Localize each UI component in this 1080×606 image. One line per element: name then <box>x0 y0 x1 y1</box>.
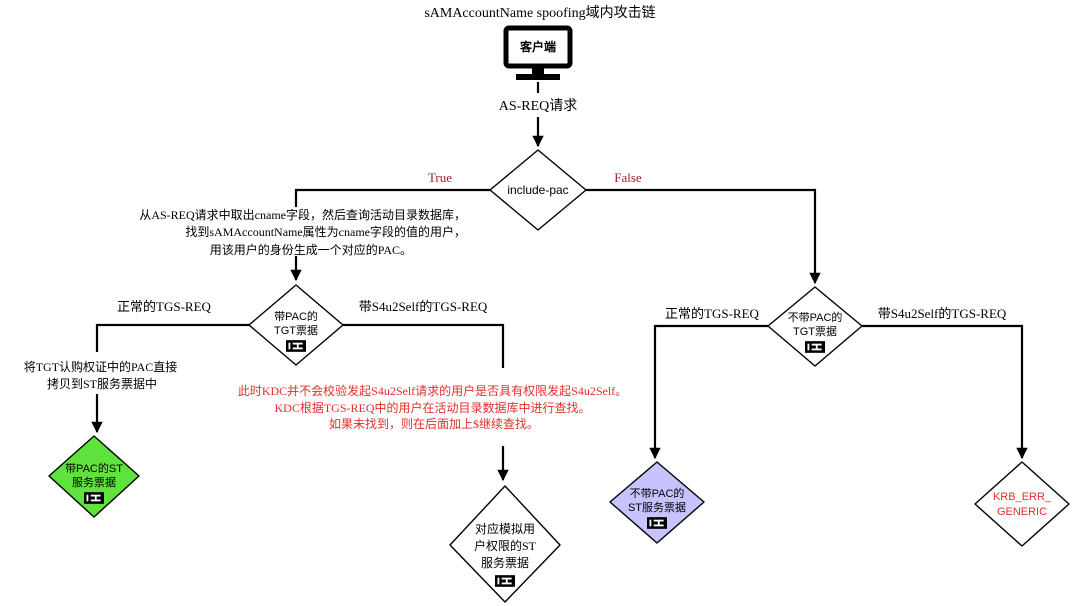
st-impersonate-node <box>449 485 561 603</box>
true-label: True <box>428 170 452 185</box>
s4u2self-tgs-label: 带S4u2Self的TGS-REQ <box>359 299 488 314</box>
false-branch-line <box>586 188 821 285</box>
note-line: 将TGT认购权证中的PAC直接 <box>24 359 178 374</box>
false-s4u2self-tgs-line <box>862 324 1028 460</box>
ticket-icon <box>84 492 104 504</box>
false-label: False <box>614 170 642 185</box>
ticket-icon <box>805 341 825 353</box>
note-line: 从AS-REQ请求中取出cname字段，然后查询活动目录数据库， <box>139 207 466 222</box>
as-req-label: AS-REQ请求 <box>499 98 578 114</box>
true-branch-note: 从AS-REQ请求中取出cname字段，然后查询活动目录数据库， 找到sAMAc… <box>139 207 469 257</box>
ticket-icon <box>495 575 515 587</box>
st-impersonate-line1: 对应模拟用 <box>475 521 535 536</box>
ticket-icon <box>647 517 667 529</box>
note-line: KDC根据TGS-REQ中的用户在活动目录数据库中进行查找。 <box>274 400 590 415</box>
client-label: 客户端 <box>519 39 556 54</box>
computer-monitor-icon <box>503 25 573 80</box>
false-normal-tgs-label: 正常的TGS-REQ <box>665 306 760 321</box>
tgt-with-pac-node <box>247 284 345 366</box>
krb-error-line2: GENERIC <box>997 506 1047 518</box>
s4u2self-tgs-line <box>343 323 505 368</box>
ticket-icon <box>286 340 306 352</box>
st-impersonate-line3: 服务票据 <box>481 555 529 570</box>
normal-tgs-label: 正常的TGS-REQ <box>117 299 212 314</box>
pac-copy-note: 将TGT认购权证中的PAC直接 拷贝到ST服务票据中 <box>24 359 181 391</box>
include-pac-label: include-pac <box>507 183 568 197</box>
st-with-pac-line2: 服务票据 <box>72 475 116 489</box>
diagram-title: sAMAccountName spoofing域内攻击链 <box>424 5 655 21</box>
false-normal-tgs-line <box>649 324 768 460</box>
st-without-pac-line2: ST服务票据 <box>628 500 686 514</box>
krb-error-node <box>974 461 1070 547</box>
tgt-without-pac-node <box>767 286 863 367</box>
krb-error-line1: KRB_ERR_ <box>993 491 1052 503</box>
tgt-with-pac-line2: TGT票据 <box>274 323 318 337</box>
note-line: 此时KDC并不会校验发起S4u2Self请求的用户是否具有权限发起S4u2Sel… <box>238 383 627 398</box>
note-line: 拷贝到ST服务票据中 <box>47 376 157 391</box>
note-line: 找到sAMAccountName属性为cname字段的值的用户， <box>185 224 466 239</box>
false-s4u2self-tgs-label: 带S4u2Self的TGS-REQ <box>878 306 1007 321</box>
st-impersonate-line2: 户权限的ST <box>474 538 537 553</box>
tgt-without-pac-line1: 不带PAC的 <box>788 310 843 324</box>
s4u2self-warning-note: 此时KDC并不会校验发起S4u2Self请求的用户是否具有权限发起S4u2Sel… <box>238 383 630 431</box>
tgt-without-pac-line2: TGT票据 <box>793 324 837 338</box>
include-pac-decision <box>489 149 587 231</box>
normal-tgs-line <box>95 323 249 352</box>
st-with-pac-line1: 带PAC的ST <box>65 461 123 475</box>
tgt-with-pac-line1: 带PAC的 <box>274 309 318 323</box>
st-with-pac-node <box>48 435 140 518</box>
st-without-pac-node <box>609 461 705 544</box>
true-branch-line <box>294 188 490 207</box>
st-without-pac-line1: 不带PAC的 <box>630 486 685 500</box>
note-line: 用该用户的身份生成一个对应的PAC。 <box>210 242 412 257</box>
note-line: 如果未找到，则在后面加上$继续查找。 <box>329 416 539 431</box>
